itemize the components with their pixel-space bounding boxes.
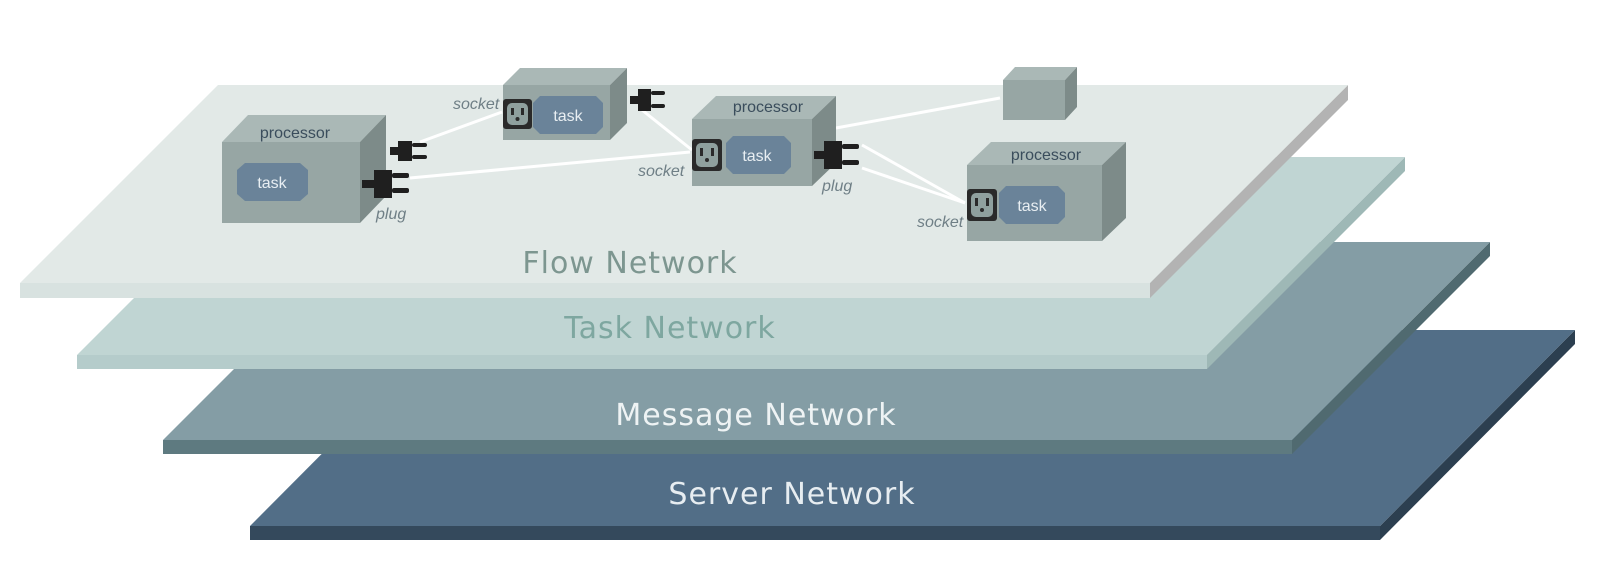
wire-p3-to-p5-a xyxy=(861,143,966,205)
flow-layer-front-edge xyxy=(20,283,1150,298)
flow-layer-side-edge xyxy=(1150,85,1348,298)
wire-p1-to-p3 xyxy=(409,150,691,180)
socket-label-3: socket xyxy=(638,163,685,180)
socket-icon xyxy=(967,189,997,221)
processor-node-5[interactable]: processor task xyxy=(967,142,1126,241)
wire-p2-to-p3 xyxy=(641,108,693,152)
message-layer-side-edge xyxy=(1292,242,1490,454)
plug-label-3: plug xyxy=(821,178,852,195)
plug-icon xyxy=(390,141,427,161)
server-network-title: Server Network xyxy=(668,477,915,512)
task-1-chip[interactable] xyxy=(237,163,308,201)
task-2-label: task xyxy=(553,108,583,125)
task-layer-front-edge xyxy=(77,355,1207,369)
processor-3-top xyxy=(692,96,836,119)
processor-node-1[interactable]: processor task xyxy=(222,115,386,223)
plug-icon xyxy=(630,89,665,111)
message-layer-front-edge xyxy=(163,440,1292,454)
task-3-chip[interactable] xyxy=(726,136,791,174)
processor-5-side xyxy=(1102,142,1126,241)
task-network-title: Task Network xyxy=(563,311,776,346)
message-network-title: Message Network xyxy=(615,398,896,433)
processor-4-side xyxy=(1065,67,1077,120)
processor-5-label: processor xyxy=(1011,147,1082,164)
server-layer-front-edge xyxy=(250,526,1380,540)
flow-network-layer: Flow Network xyxy=(20,85,1348,298)
flow-wires xyxy=(409,96,1001,205)
processor-1-label: processor xyxy=(260,125,331,142)
processor-2-side xyxy=(610,68,627,140)
processor-node-4[interactable] xyxy=(1003,67,1077,120)
task-1-label: task xyxy=(257,175,287,192)
task-layer-side-edge xyxy=(1207,157,1405,369)
wire-p3-to-p4 xyxy=(835,96,1001,130)
processor-4-front xyxy=(1003,80,1065,120)
plug-icon xyxy=(814,141,859,169)
plug-label-1: plug xyxy=(375,206,406,223)
socket-icon xyxy=(692,139,722,171)
wire-p1-to-p2 xyxy=(419,110,503,144)
plug-icon xyxy=(362,170,409,198)
task-3-label: task xyxy=(742,148,772,165)
task-5-chip[interactable] xyxy=(999,186,1065,224)
wire-p3-to-p5-b xyxy=(861,166,966,205)
processor-3-label: processor xyxy=(733,99,804,116)
socket-label-5: socket xyxy=(917,214,964,231)
task-2-chip[interactable] xyxy=(533,96,603,134)
task-5-label: task xyxy=(1017,198,1047,215)
socket-label-2: socket xyxy=(453,96,500,113)
flow-network-title: Flow Network xyxy=(522,246,737,281)
socket-icon xyxy=(503,99,532,129)
processor-1-top xyxy=(222,115,386,142)
server-layer-side-edge xyxy=(1380,330,1575,540)
processor-4-top xyxy=(1003,67,1077,80)
processor-5-top xyxy=(967,142,1126,165)
processor-2-top xyxy=(503,68,627,85)
